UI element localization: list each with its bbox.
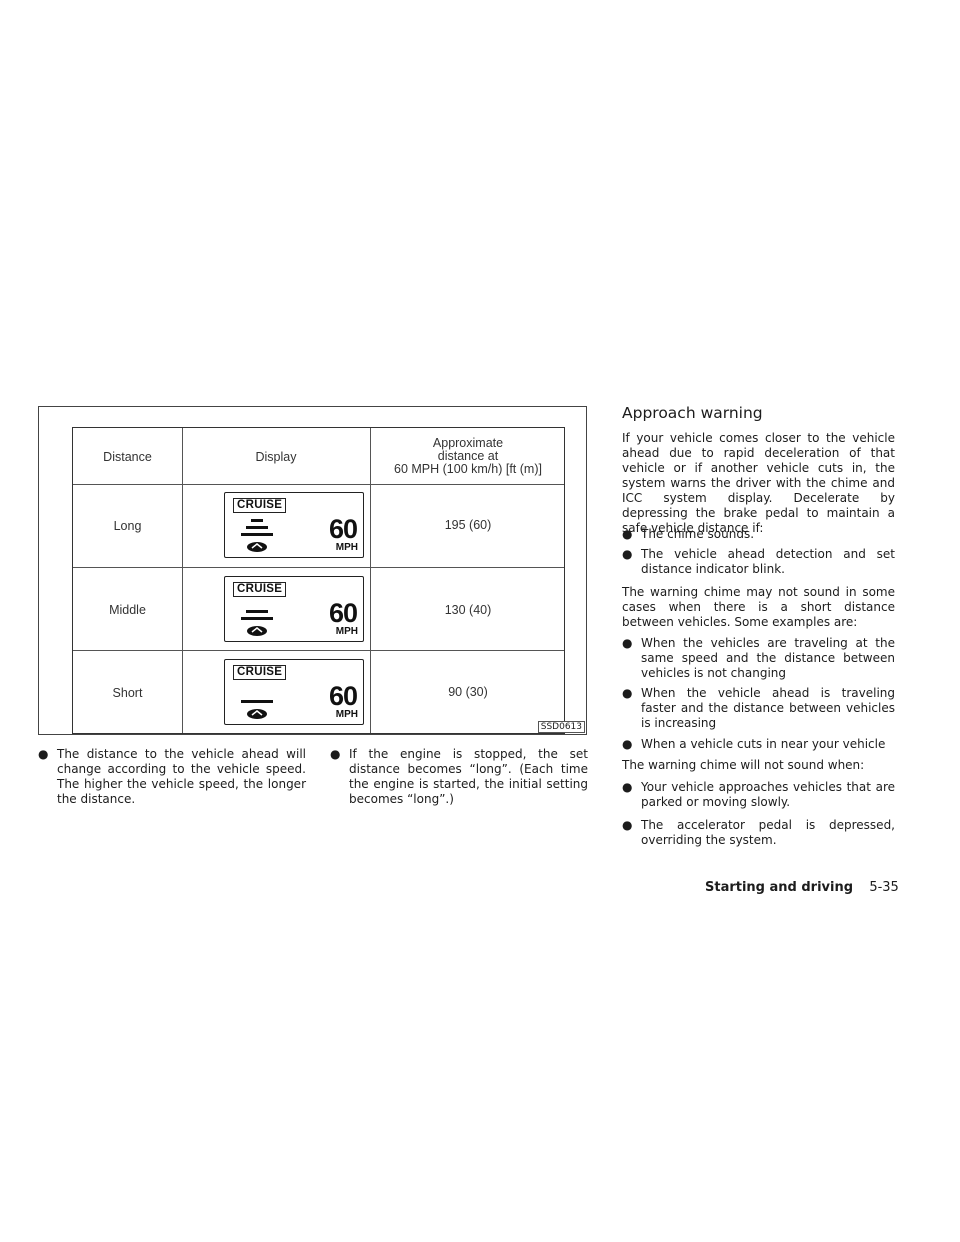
bullet-text: When the vehicle ahead is traveling fast… <box>641 686 895 730</box>
distance-table: Distance Display Approximate distance at… <box>72 427 565 734</box>
speed-unit: MPH <box>335 626 358 637</box>
list-item: ● The chime sounds. <box>622 527 895 543</box>
bullet-icon: ● <box>38 747 49 761</box>
intro-paragraph: If your vehicle comes closer to the vehi… <box>622 431 895 535</box>
row-distance-middle: Middle <box>109 603 146 617</box>
bullet-text: When the vehicles are traveling at the s… <box>641 636 895 680</box>
speed-unit: MPH <box>335 542 358 553</box>
list-item: ● The vehicle ahead detection and set di… <box>622 547 895 579</box>
speed-unit: MPH <box>335 709 358 720</box>
header-approx-distance: Approximate distance at 60 MPH (100 km/h… <box>370 437 566 476</box>
paragraph: The warning chime may not sound in some … <box>622 585 895 629</box>
header-approx-line: 60 MPH (100 km/h) [ft (m)] <box>394 462 542 476</box>
bullet-text: When a vehicle cuts in near your vehicle <box>641 737 886 751</box>
bullet-icon: ● <box>622 636 633 650</box>
cruise-display-middle: CRUISE 60 MPH <box>224 576 364 642</box>
section-heading: Approach warning <box>622 404 763 422</box>
list-item: ● Your vehicle approaches vehicles that … <box>622 780 895 812</box>
bullet-text: The distance to the vehicle ahead will c… <box>57 747 306 806</box>
cruise-display-long: CRUISE 60 MPH <box>224 492 364 558</box>
footer-page-number: 5-35 <box>869 880 899 895</box>
distance-gap-icon <box>241 610 273 636</box>
list-item: ● When the vehicle ahead is traveling fa… <box>622 686 895 734</box>
list-item: ● When the vehicles are traveling at the… <box>622 636 895 684</box>
bullet-text: If the engine is stopped, the set distan… <box>349 747 588 806</box>
distance-gap-icon <box>241 519 273 552</box>
set-speed-value: 60 <box>328 681 358 711</box>
bullet-icon: ● <box>622 780 633 794</box>
header-approx-line: distance at <box>437 449 499 463</box>
bullet-icon: ● <box>622 686 633 700</box>
header-display: Display <box>255 450 297 464</box>
bullet-text: The vehicle ahead detection and set dist… <box>641 547 895 576</box>
cruise-indicator: CRUISE <box>233 498 287 513</box>
row-approx-long: 195 (60) <box>444 518 492 532</box>
paragraph: The warning chime will not sound when: <box>622 758 865 772</box>
bullet-icon: ● <box>622 527 633 541</box>
bullet-icon: ● <box>622 818 633 832</box>
bullet-icon: ● <box>622 547 633 561</box>
footer-section-title: Starting and driving <box>705 880 854 895</box>
bullet-text: Your vehicle approaches vehicles that ar… <box>641 780 895 809</box>
row-distance-long: Long <box>113 519 142 533</box>
bullet-icon: ● <box>330 747 341 761</box>
table-divider <box>73 567 564 568</box>
bullet-text: The chime sounds. <box>641 527 755 541</box>
cruise-display-short: CRUISE 60 MPH <box>224 659 364 725</box>
list-item: ● If the engine is stopped, the set dist… <box>330 747 588 806</box>
set-speed-value: 60 <box>328 514 358 544</box>
row-approx-short: 90 (30) <box>448 685 488 699</box>
cruise-indicator: CRUISE <box>233 665 287 680</box>
page-footer: Starting and driving 5-35 <box>705 880 899 896</box>
table-divider <box>370 428 371 733</box>
set-speed-value: 60 <box>328 598 358 628</box>
header-distance: Distance <box>103 450 152 464</box>
list-item: ● The accelerator pedal is depressed, ov… <box>622 818 895 850</box>
cruise-indicator: CRUISE <box>233 582 287 597</box>
table-divider <box>73 484 564 485</box>
bullet-icon: ● <box>622 737 633 751</box>
row-approx-middle: 130 (40) <box>444 603 492 617</box>
figure-code: SSD0613 <box>537 721 585 733</box>
header-approx-line: Approximate <box>432 436 504 450</box>
row-distance-short: Short <box>112 686 143 700</box>
list-item: ● The distance to the vehicle ahead will… <box>38 747 306 811</box>
list-item: ● When a vehicle cuts in near your vehic… <box>622 737 895 753</box>
table-divider <box>73 650 564 651</box>
bullet-text: The accelerator pedal is depressed, over… <box>641 818 895 847</box>
table-divider <box>182 428 183 733</box>
distance-gap-icon <box>241 700 273 719</box>
distance-figure: Distance Display Approximate distance at… <box>38 406 587 735</box>
